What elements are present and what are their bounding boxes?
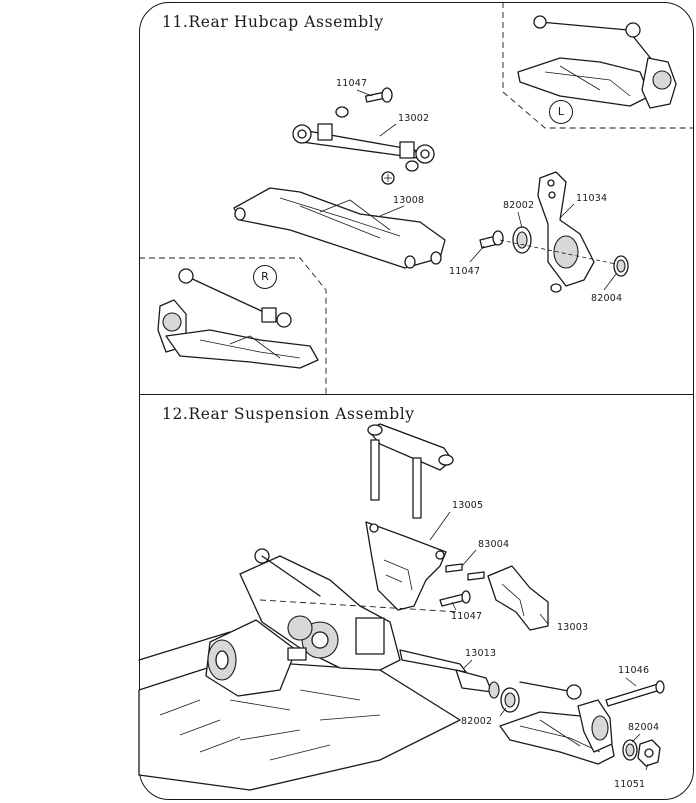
part-label-82004: 82004 xyxy=(628,722,660,733)
part-label-11046: 11046 xyxy=(618,665,650,676)
dogbone-13013 xyxy=(399,649,500,699)
left-side-badge: L xyxy=(549,100,573,124)
inset-l-border xyxy=(502,2,694,129)
part-label-82002: 82002 xyxy=(503,200,535,211)
page-frame xyxy=(139,2,694,800)
leader-lines xyxy=(356,89,649,771)
part-label-13002: 13002 xyxy=(398,113,430,124)
part-label-13008: 13008 xyxy=(393,195,425,206)
part-label-82002: 82002 xyxy=(461,716,493,727)
part-label-13003: 13003 xyxy=(557,622,589,633)
screw-icon xyxy=(439,590,471,607)
part-label-83004: 83004 xyxy=(478,539,510,550)
bracket-13003 xyxy=(487,565,549,631)
nut-icon xyxy=(637,739,661,767)
part-label-11034: 11034 xyxy=(576,193,608,204)
part-label-11047: 11047 xyxy=(336,78,368,89)
part-label-13013: 13013 xyxy=(465,648,497,659)
pin-icon xyxy=(605,680,665,707)
bearing-icon xyxy=(512,226,532,254)
part-label-11051: 11051 xyxy=(614,779,646,790)
suspension-arm-icon xyxy=(499,681,615,765)
bearing-icon xyxy=(613,255,629,277)
gearbox-assembly xyxy=(239,548,461,671)
screw-icon xyxy=(335,87,393,118)
suspension-arm-icon xyxy=(233,187,446,269)
step-12-title: 12.Rear Suspension Assembly xyxy=(162,405,415,423)
part-label-13005: 13005 xyxy=(452,500,484,511)
motor-icon xyxy=(205,619,307,697)
step-divider xyxy=(139,394,694,395)
screw-icon xyxy=(445,563,485,581)
part-label-11047-pin: 11047 xyxy=(449,266,481,277)
shock-tower-13005 xyxy=(365,521,447,611)
step-11-title: 11.Rear Hubcap Assembly xyxy=(162,13,384,31)
screw-icon xyxy=(381,160,419,185)
inset-r-assembly xyxy=(157,268,319,369)
inset-r-border xyxy=(139,257,327,394)
pin-icon xyxy=(479,230,504,249)
bearing-icon xyxy=(622,739,638,761)
part-label-11047: 11047 xyxy=(451,611,483,622)
part-label-82004: 82004 xyxy=(591,293,623,304)
right-side-badge: R xyxy=(253,265,277,289)
upper-link-13002 xyxy=(292,123,435,164)
body-mount-post xyxy=(367,423,454,519)
inset-l-assembly xyxy=(517,15,677,109)
hub-carrier-icon xyxy=(537,171,595,293)
bearing-icon xyxy=(500,687,520,713)
